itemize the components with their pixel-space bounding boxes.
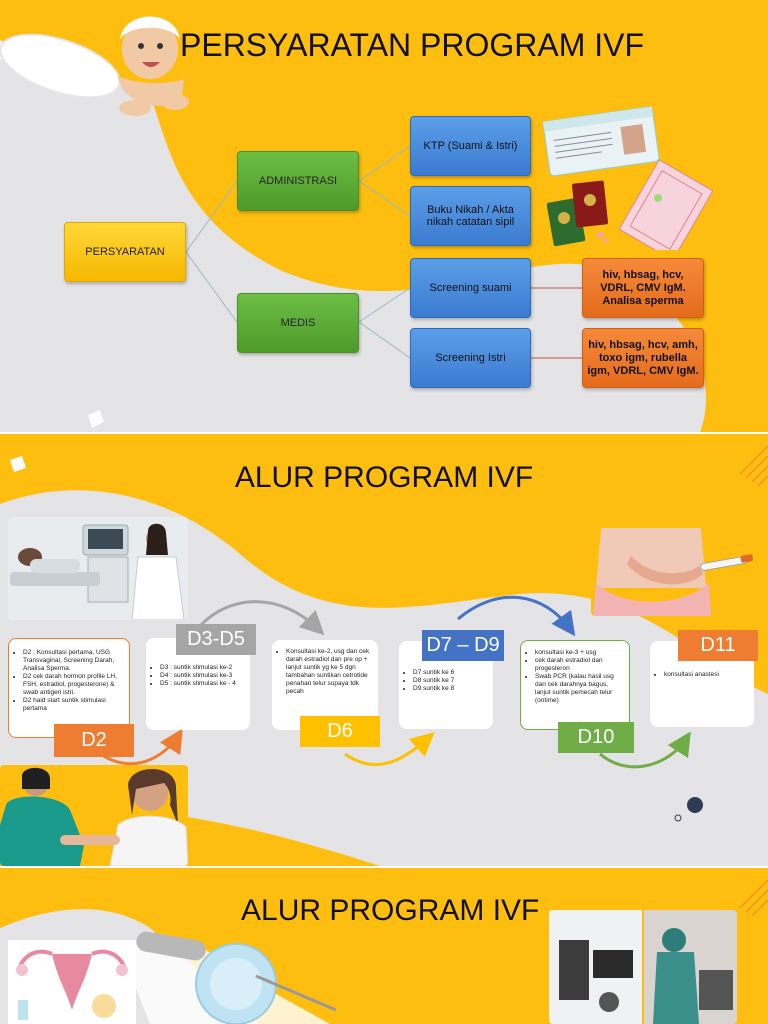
lab-photos xyxy=(549,910,737,1024)
step-list-d6: Konsultasi ke-2, usg dan cek darah estra… xyxy=(280,648,370,696)
step-item: D4 : suntik stimulasi ke-3 xyxy=(160,672,242,680)
step-card-d10: konsultasi ke-3 + usg cek darah estradio… xyxy=(520,640,630,730)
node-medis: MEDIS xyxy=(237,293,359,353)
step-item: D2 cek darah hormon profile LH, FSH, est… xyxy=(23,673,121,697)
step-tag-d6: D6 xyxy=(300,716,380,747)
baby-image xyxy=(0,16,189,116)
step-item: D7 suntik ke 6 xyxy=(413,669,485,677)
node-buku-nikah: Buku Nikah / Akta nikah catatan sipil xyxy=(410,186,531,246)
step-tag-d10: D10 xyxy=(558,722,634,753)
flow-arrows xyxy=(99,595,691,769)
node-administrasi: ADMINISTRASI xyxy=(237,151,359,211)
note-screening-istri: hiv, hbsag, hcv, amh, toxo igm, rubella … xyxy=(582,328,704,388)
node-persyaratan: PERSYARATAN xyxy=(64,222,186,282)
step-item: Swab PCR (kalau hasil usg dan cek darahn… xyxy=(535,673,621,705)
node-screening-istri: Screening Istri xyxy=(410,328,531,388)
ultrasound-photo xyxy=(8,517,188,620)
step-list-d11: konsultasi anastesi xyxy=(658,671,746,679)
step-item: konsultasi ke-3 + usg xyxy=(535,649,621,657)
injection-photo xyxy=(591,528,756,616)
node-screening-suami: Screening suami xyxy=(410,258,531,318)
blood-test-photo xyxy=(0,765,188,866)
slide-alur-1: ALUR PROGRAM IVF xyxy=(0,434,768,866)
step-item: D3 : suntik stimulasi ke-2 xyxy=(160,664,242,672)
step-tag-d7-d9: D7 – D9 xyxy=(422,630,504,661)
node-ktp: KTP (Suami & Istri) xyxy=(410,116,531,176)
step-list-d3-d5: D3 : suntik stimulasi ke-2 D4 : suntik s… xyxy=(154,664,242,688)
step-item: D2 : Konsultasi pertama, USG Transvagina… xyxy=(23,649,121,673)
tree-connectors xyxy=(185,145,582,359)
step-list-d10: konsultasi ke-3 + usg cek darah estradio… xyxy=(529,649,621,705)
documents-image xyxy=(542,106,714,250)
page-title-alur: ALUR PROGRAM IVF xyxy=(234,461,534,494)
page-title-alur-2: ALUR PROGRAM IVF xyxy=(241,894,540,927)
step-tag-d2: D2 xyxy=(54,724,134,757)
step-item: konsultasi anastesi xyxy=(664,671,746,679)
slide-persyaratan: PERSYARATAN PROGRAM IVF PERSYARATAN ADMI… xyxy=(0,0,768,432)
uterus-illustration xyxy=(8,940,136,1024)
step-item: D2 haid start suntik stimulasi pertama xyxy=(23,697,121,713)
slide-alur-2: ALUR PROGRAM IVF xyxy=(0,868,768,1024)
step-item: D8 suntik ke 7 xyxy=(413,677,485,685)
step-tag-d3-d5: D3-D5 xyxy=(176,624,256,655)
step-card-d6: Konsultasi ke-2, usg dan cek darah estra… xyxy=(272,640,378,730)
page-title: PERSYARATAN PROGRAM IVF xyxy=(180,27,645,63)
note-screening-suami: hiv, hbsag, hcv, VDRL, CMV IgM. Analisa … xyxy=(582,258,704,318)
slide2-background-shapes xyxy=(0,445,768,866)
step-item: Konsultasi ke-2, usg dan cek darah estra… xyxy=(286,648,370,696)
step-item: D9 suntik ke 8 xyxy=(413,685,485,693)
step-list-d7-d9: D7 suntik ke 6 D8 suntik ke 7 D9 suntik … xyxy=(407,669,485,693)
step-tag-d11: D11 xyxy=(678,630,758,661)
step-card-d2: D2 : Konsultasi pertama, USG Transvagina… xyxy=(8,638,130,738)
step-item: D5 : suntik stimulasi ke - 4 xyxy=(160,680,242,688)
step-list-d2: D2 : Konsultasi pertama, USG Transvagina… xyxy=(17,649,121,713)
egg-injection-illustration xyxy=(136,931,336,1024)
step-item: cek darah estradiol dan progesteron xyxy=(535,657,621,673)
